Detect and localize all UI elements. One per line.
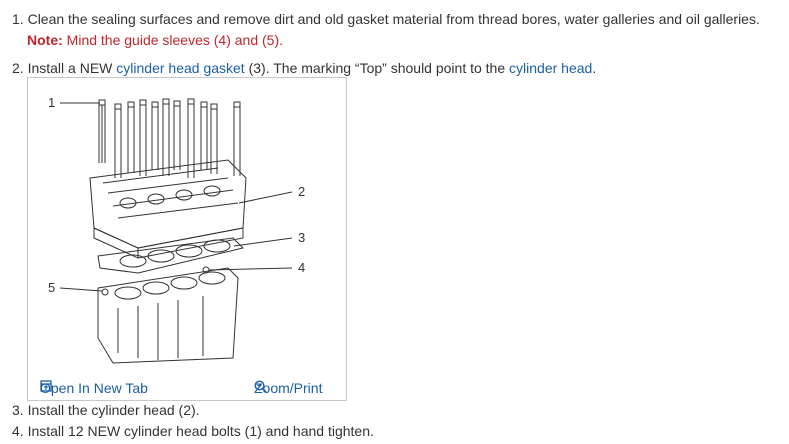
open-in-new-tab-label: Open In New Tab (40, 380, 148, 396)
step-2-number: 2. (12, 60, 24, 76)
step-3: 3. Install the cylinder head (2). (12, 400, 200, 420)
step-4-text: Install 12 NEW cylinder head bolts (1) a… (27, 423, 374, 439)
engine-exploded-diagram: 1 2 3 4 5 (48, 95, 305, 364)
callout-leader-5 (59, 287, 103, 292)
callout-leader-4 (208, 267, 293, 271)
callout-2: 2 (298, 184, 305, 199)
step-4-number: 4. (12, 423, 24, 439)
note-text: Mind the guide sleeves (4) and (5). (66, 32, 284, 48)
callout-5: 5 (48, 280, 55, 295)
callout-4: 4 (298, 260, 305, 275)
step-2-text-pre: Install a NEW (27, 60, 117, 76)
step-4: 4. Install 12 NEW cylinder head bolts (1… (12, 421, 374, 441)
callout-1: 1 (48, 95, 55, 110)
cylinder-head-bolts (98, 98, 241, 178)
callout-leader-2 (238, 191, 293, 204)
step-1: 1. Clean the sealing surfaces and remove… (12, 9, 760, 29)
step-3-text: Install the cylinder head (2). (27, 402, 200, 418)
step-1-note: Note: Mind the guide sleeves (4) and (5)… (27, 30, 283, 50)
zoom-print-button[interactable]: Zoom/Print (254, 380, 322, 396)
cylinder-head-gasket-link[interactable]: cylinder head gasket (116, 60, 245, 76)
zoom-print-label: Zoom/Print (254, 380, 323, 396)
open-in-new-tab-button[interactable]: Open In New Tab (40, 380, 148, 396)
callout-leader-3 (233, 237, 293, 247)
step-2-text-post: . (592, 60, 597, 76)
step-1-number: 1. (12, 11, 24, 27)
cylinder-head-link[interactable]: cylinder head (509, 60, 593, 76)
zoom-magnifier-icon (254, 380, 267, 393)
step-2-text-mid: (3). The marking “Top” should point to t… (244, 60, 510, 76)
cylinder-head-drawing (89, 159, 247, 259)
step-3-number: 3. (12, 402, 24, 418)
callout-3: 3 (298, 230, 305, 245)
note-label: Note: (27, 32, 63, 48)
cylinder-head-gasket-drawing (97, 237, 244, 274)
open-in-new-tab-icon (40, 380, 52, 392)
step-1-text: Clean the sealing surfaces and remove di… (27, 11, 760, 27)
engine-diagram-figure: 1 2 3 4 5 Open In New Tab Zoom/Print (27, 77, 347, 401)
engine-block-drawing (97, 266, 239, 364)
step-2: 2. Install a NEW cylinder head gasket (3… (12, 58, 596, 78)
